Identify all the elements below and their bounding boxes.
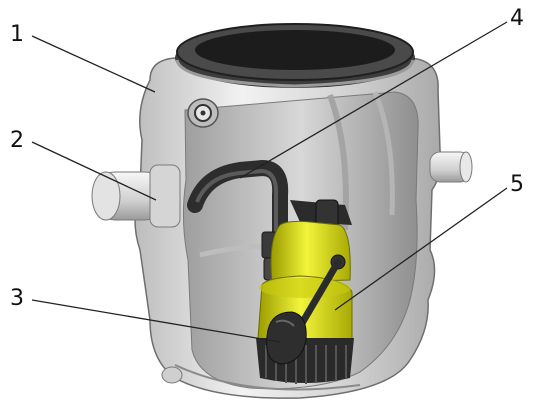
tank-rim (175, 23, 415, 88)
leader-line-5 (334, 187, 508, 311)
vent-fitting (187, 98, 219, 128)
leader-line-2 (31, 141, 157, 201)
callout-4: 4 (510, 6, 524, 31)
callout-2: 2 (10, 128, 24, 153)
callout-5: 5 (510, 172, 524, 197)
outlet-pipe-right (429, 151, 473, 183)
callout-1: 1 (10, 22, 24, 47)
leader-line-3 (31, 299, 281, 343)
inlet-pipe-left (91, 164, 181, 228)
leader-lines (31, 21, 508, 343)
float-switch (266, 254, 346, 365)
callout-3: 3 (10, 286, 24, 311)
leader-line-1 (31, 35, 156, 93)
leader-line-4 (239, 21, 508, 179)
